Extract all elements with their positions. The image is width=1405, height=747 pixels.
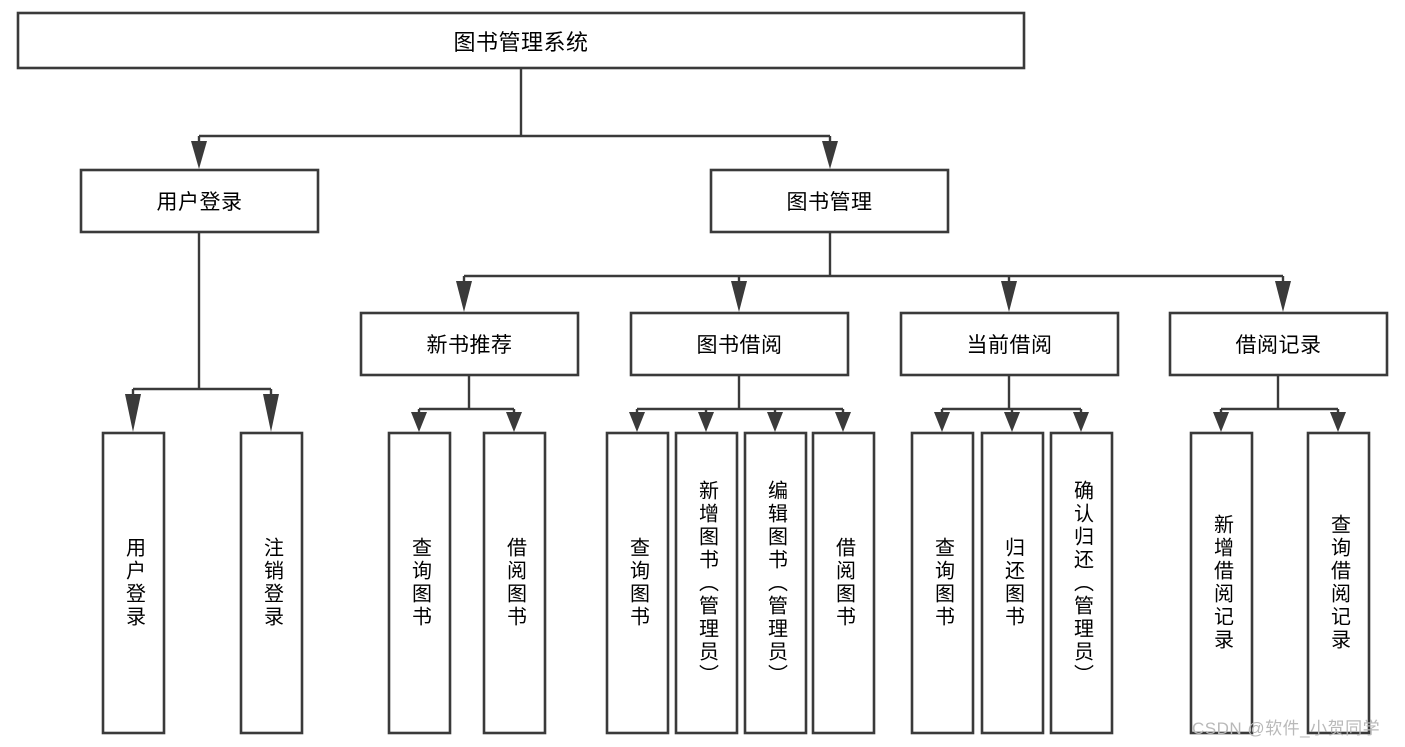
node-box-leaf-return-book[interactable] [980, 431, 1045, 735]
arrow-head-current-borrow [1001, 281, 1017, 312]
arrow-head-leaf-confirm-return [1073, 412, 1089, 432]
node-box-leaf-confirm-return[interactable] [1049, 431, 1114, 735]
node-box-leaf-borrow-book-recommend[interactable] [482, 431, 547, 735]
arrow-head-leaf-query-book-recommend [411, 412, 427, 432]
arrow-head-new-book-recommend [456, 281, 472, 312]
arrow-head-leaf-add-book [698, 412, 714, 432]
arrow-head-leaf-user-logout [263, 394, 279, 432]
node-box-layer [16, 11, 1389, 735]
node-box-borrow-record[interactable] [1168, 311, 1389, 377]
node-box-leaf-add-borrow-record[interactable] [1189, 431, 1254, 735]
arrow-head-leaf-query-borrow-record [1330, 412, 1346, 432]
node-box-leaf-edit-book[interactable] [743, 431, 808, 735]
node-box-book-borrow[interactable] [629, 311, 850, 377]
arrow-head-borrow-record [1275, 281, 1291, 312]
node-box-leaf-borrow-book[interactable] [811, 431, 876, 735]
csdn-watermark: CSDN @软件_小贺同学 [1192, 719, 1381, 738]
arrow-head-leaf-borrow-book-recommend [506, 412, 522, 432]
arrow-head-user-login [191, 141, 207, 169]
arrow-head-leaf-query-book-current [934, 412, 950, 432]
arrow-head-leaf-user-login [125, 394, 141, 432]
node-box-leaf-user-logout[interactable] [239, 431, 304, 735]
node-box-current-borrow[interactable] [899, 311, 1120, 377]
node-box-new-book-recommend[interactable] [359, 311, 580, 377]
arrow-head-leaf-edit-book [767, 412, 783, 432]
node-box-book-management[interactable] [709, 168, 950, 234]
connector-layer [125, 68, 1346, 432]
node-box-leaf-query-borrow-record[interactable] [1306, 431, 1371, 735]
arrow-head-leaf-borrow-book [835, 412, 851, 432]
node-box-leaf-query-book-borrow[interactable] [605, 431, 670, 735]
arrow-head-leaf-add-borrow-record [1213, 412, 1229, 432]
node-box-leaf-add-book[interactable] [674, 431, 739, 735]
node-box-root[interactable] [16, 11, 1026, 70]
node-box-leaf-query-book-current[interactable] [910, 431, 975, 735]
node-box-leaf-query-book-recommend[interactable] [387, 431, 452, 735]
arrow-head-leaf-query-book-borrow [629, 412, 645, 432]
node-box-user-login[interactable] [79, 168, 320, 234]
arrow-head-book-borrow [731, 281, 747, 312]
arrow-head-leaf-return-book [1004, 412, 1020, 432]
arrow-head-book-management [822, 141, 838, 169]
node-box-leaf-user-login[interactable] [101, 431, 166, 735]
